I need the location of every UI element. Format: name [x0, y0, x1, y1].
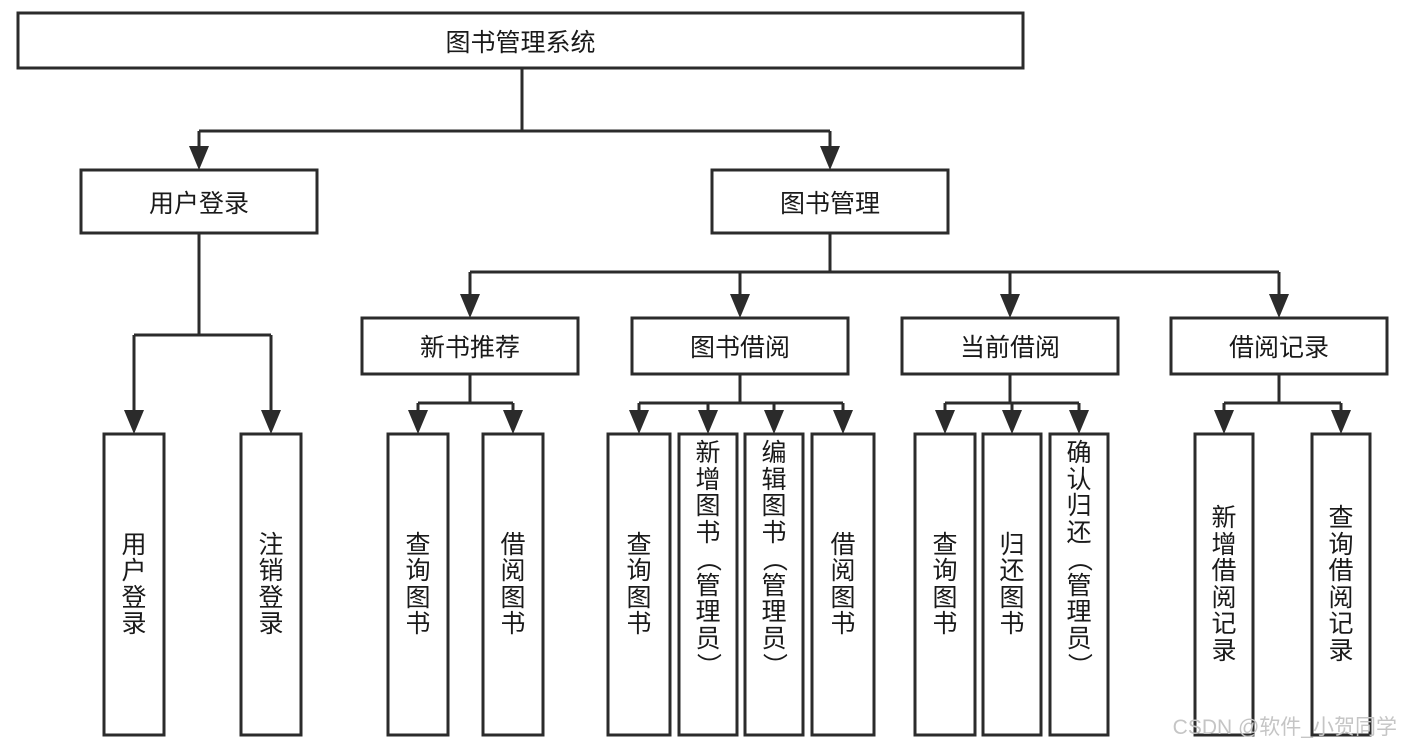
node-box-user-login[interactable] — [79, 168, 319, 235]
arrow-leaf-edit-book — [764, 410, 784, 434]
arrow-leaf-add-book — [698, 410, 718, 434]
node-box-leaf-confirm-return[interactable] — [1048, 432, 1110, 737]
node-box-leaf-query-record[interactable] — [1310, 432, 1372, 737]
arrow-leaf-query-book-2 — [629, 410, 649, 434]
arrow-borrow-record — [1269, 294, 1289, 318]
arrow-leaf-user-login — [124, 410, 144, 434]
arrow-book-borrow — [730, 294, 750, 318]
node-box-book-manage[interactable] — [710, 168, 950, 235]
node-box-leaf-borrow-book-1[interactable] — [481, 432, 545, 737]
node-box-new-book-recommend[interactable] — [360, 316, 580, 376]
arrow-book-manage — [820, 146, 840, 170]
arrow-leaf-query-record — [1331, 410, 1351, 434]
arrow-leaf-query-book-1 — [408, 410, 428, 434]
node-layer — [16, 11, 1389, 737]
node-box-leaf-borrow-book-2[interactable] — [810, 432, 876, 737]
node-box-leaf-add-book[interactable] — [677, 432, 739, 737]
arrow-leaf-borrow-book-1 — [503, 410, 523, 434]
arrow-user-login — [189, 146, 209, 170]
node-box-leaf-edit-book[interactable] — [743, 432, 805, 737]
node-box-leaf-query-book-3[interactable] — [913, 432, 977, 737]
arrow-leaf-confirm-return — [1069, 410, 1089, 434]
node-box-leaf-add-record[interactable] — [1193, 432, 1255, 737]
connector-layer — [124, 68, 1351, 434]
node-box-borrow-record[interactable] — [1169, 316, 1389, 376]
arrow-new-book — [460, 294, 480, 318]
arrow-leaf-logout-login — [261, 410, 281, 434]
arrow-leaf-return-book — [1002, 410, 1022, 434]
node-box-leaf-query-book-2[interactable] — [606, 432, 672, 737]
arrow-leaf-borrow-book-2 — [833, 410, 853, 434]
node-box-leaf-logout-login[interactable] — [239, 432, 303, 737]
node-box-book-borrow[interactable] — [630, 316, 850, 376]
node-box-leaf-return-book[interactable] — [981, 432, 1043, 737]
node-box-leaf-user-login[interactable] — [102, 432, 166, 737]
node-box-root[interactable] — [16, 11, 1025, 70]
arrow-leaf-query-book-3 — [935, 410, 955, 434]
arrow-current-borrow — [1000, 294, 1020, 318]
node-box-current-borrow[interactable] — [900, 316, 1120, 376]
node-box-leaf-query-book-1[interactable] — [386, 432, 450, 737]
arrow-leaf-add-record — [1214, 410, 1234, 434]
